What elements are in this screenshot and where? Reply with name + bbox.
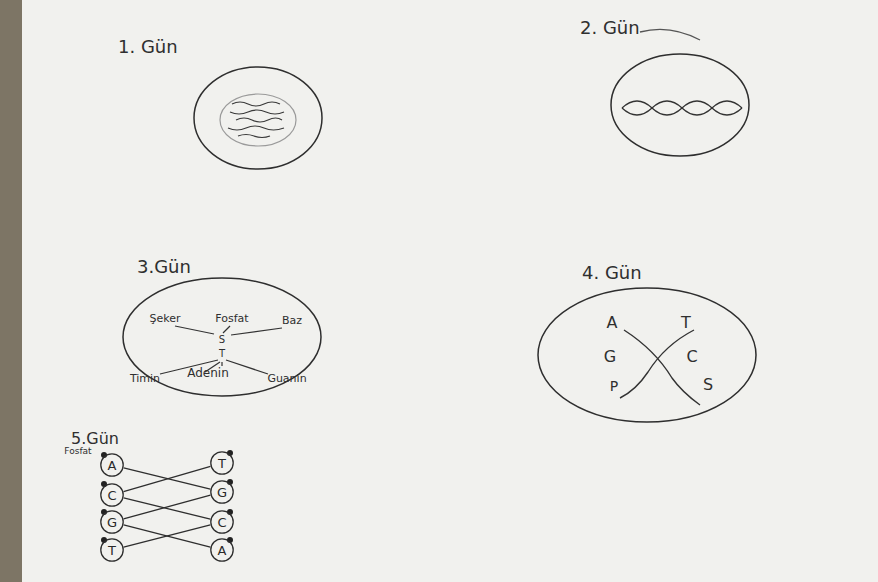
base-circle: A: [100, 453, 124, 477]
base-name: Guanin: [267, 372, 306, 385]
strand-line: [124, 498, 211, 519]
base-letter: G: [210, 480, 234, 504]
day-title: 2. Gün: [580, 17, 640, 38]
circle-outline: [537, 287, 757, 423]
base-letter: C: [100, 483, 124, 507]
letter: S: [219, 334, 225, 345]
strand-cross: [620, 330, 700, 405]
base-letter: P: [610, 378, 618, 394]
part-name: Baz: [282, 314, 302, 327]
strand-line: [124, 525, 211, 547]
day-title: 1. Gün: [118, 36, 178, 57]
helix-sketch: [622, 29, 742, 115]
base-letter: G: [604, 347, 616, 366]
base-circle: G: [210, 480, 234, 504]
circle-outline: [193, 66, 323, 170]
part-name: Şeker: [149, 312, 180, 325]
base-letter: A: [100, 453, 124, 477]
base-circle: A: [210, 538, 234, 562]
strand-line: [124, 525, 211, 547]
base-letter: G: [100, 510, 124, 534]
base-name: Timin: [130, 372, 160, 385]
carpet-strip: [0, 0, 22, 582]
paper: [22, 0, 878, 582]
base-letter: S: [703, 375, 713, 394]
base-circle: C: [100, 483, 124, 507]
strand-line: [124, 466, 211, 491]
base-name: Adenin: [187, 366, 229, 380]
part-name: Fosfat: [64, 446, 91, 456]
base-letter: A: [607, 313, 618, 332]
base-letter: C: [686, 347, 697, 366]
day-circle: 2. Gün: [610, 53, 750, 157]
base-letter: T: [100, 538, 124, 562]
day-title: 3.Gün: [137, 256, 191, 277]
day-title: 5.Gün: [71, 429, 119, 448]
chromatin-sketch: [220, 94, 296, 146]
base-letter: T: [681, 313, 691, 332]
day-circle: 4. Gün: [537, 287, 757, 423]
base-letter: A: [210, 538, 234, 562]
letter: T: [219, 348, 225, 359]
base-circle: T: [100, 538, 124, 562]
base-circle: T: [210, 451, 234, 475]
circle-outline: [610, 53, 750, 157]
day-circle: 1. Gün: [193, 66, 323, 170]
day-title: 4. Gün: [582, 262, 642, 283]
phosphate-dots: [101, 450, 233, 543]
base-letter: C: [210, 510, 234, 534]
base-circle: C: [210, 510, 234, 534]
base-circle: G: [100, 510, 124, 534]
part-name: Fosfat: [215, 312, 248, 325]
strand-line: [124, 495, 211, 519]
base-letter: T: [210, 451, 234, 475]
